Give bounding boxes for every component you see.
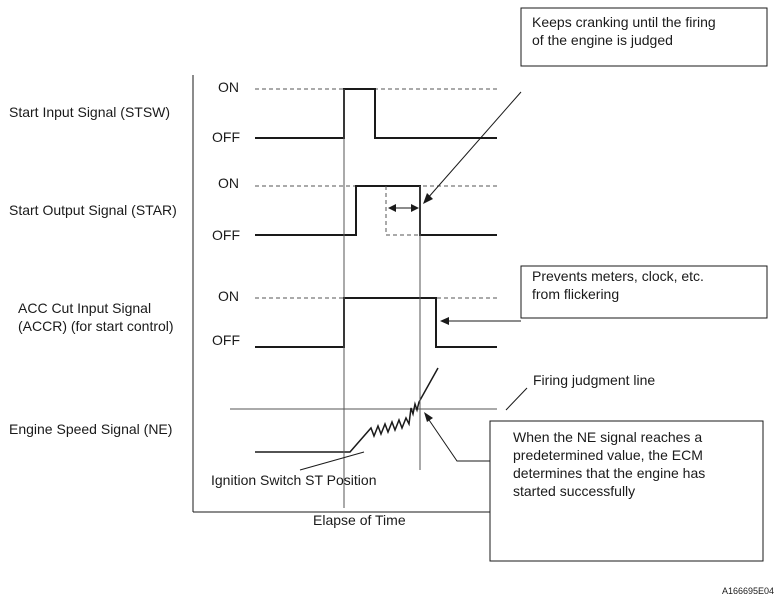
prevents-flicker-line1: Prevents meters, clock, etc. bbox=[532, 268, 704, 284]
ecm-note-line4: started successfully bbox=[513, 483, 635, 499]
ecm-note-box bbox=[489, 420, 764, 562]
star-alt-path bbox=[385, 186, 420, 236]
firing-line-label: Firing judgment line bbox=[533, 372, 655, 388]
star-on-label: ON bbox=[218, 175, 239, 191]
prevents-flicker-arrowhead bbox=[440, 317, 449, 325]
keeps-cranking-leader bbox=[426, 91, 522, 200]
prevents-flicker-line2: from flickering bbox=[532, 286, 619, 302]
x-axis-label: Elapse of Time bbox=[313, 512, 406, 528]
ne-label: Engine Speed Signal (NE) bbox=[9, 421, 172, 437]
ecm-note-line2: predetermined value, the ECM bbox=[513, 447, 703, 463]
stsw-on-label: ON bbox=[218, 79, 239, 95]
stsw-label: Start Input Signal (STSW) bbox=[9, 104, 170, 120]
accr-waveform bbox=[255, 297, 497, 348]
ignition-label: Ignition Switch ST Position bbox=[211, 472, 377, 488]
keeps-cranking-line1: Keeps cranking until the firing bbox=[532, 14, 716, 30]
ecm-note-line1: When the NE signal reaches a bbox=[513, 429, 702, 445]
accr-on-label: ON bbox=[218, 288, 239, 304]
accr-off-label: OFF bbox=[212, 332, 240, 348]
firing-line-leader bbox=[505, 387, 528, 411]
ecm-note-line3: determines that the engine has bbox=[513, 465, 705, 481]
prevents-flicker-box bbox=[520, 265, 768, 319]
star-off-label: OFF bbox=[212, 227, 240, 243]
ignition-leader bbox=[299, 451, 365, 471]
stsw-waveform bbox=[255, 88, 497, 139]
arrow-head-right bbox=[411, 204, 419, 212]
keeps-cranking-arrowhead bbox=[423, 193, 433, 204]
star-waveform bbox=[255, 185, 497, 236]
arrow-head-left bbox=[388, 204, 396, 212]
accr-label-line2: (ACCR) (for start control) bbox=[18, 318, 174, 334]
star-label: Start Output Signal (STAR) bbox=[9, 202, 177, 218]
ecm-note-leader bbox=[426, 416, 490, 462]
keeps-cranking-line2: of the engine is judged bbox=[532, 32, 673, 48]
stsw-off-label: OFF bbox=[212, 129, 240, 145]
figure-id: A166695E04 bbox=[722, 586, 774, 596]
accr-label-line1: ACC Cut Input Signal bbox=[18, 300, 151, 316]
keeps-cranking-box bbox=[520, 7, 768, 67]
ne-waveform bbox=[255, 367, 439, 453]
ecm-note-arrowhead bbox=[424, 412, 433, 422]
